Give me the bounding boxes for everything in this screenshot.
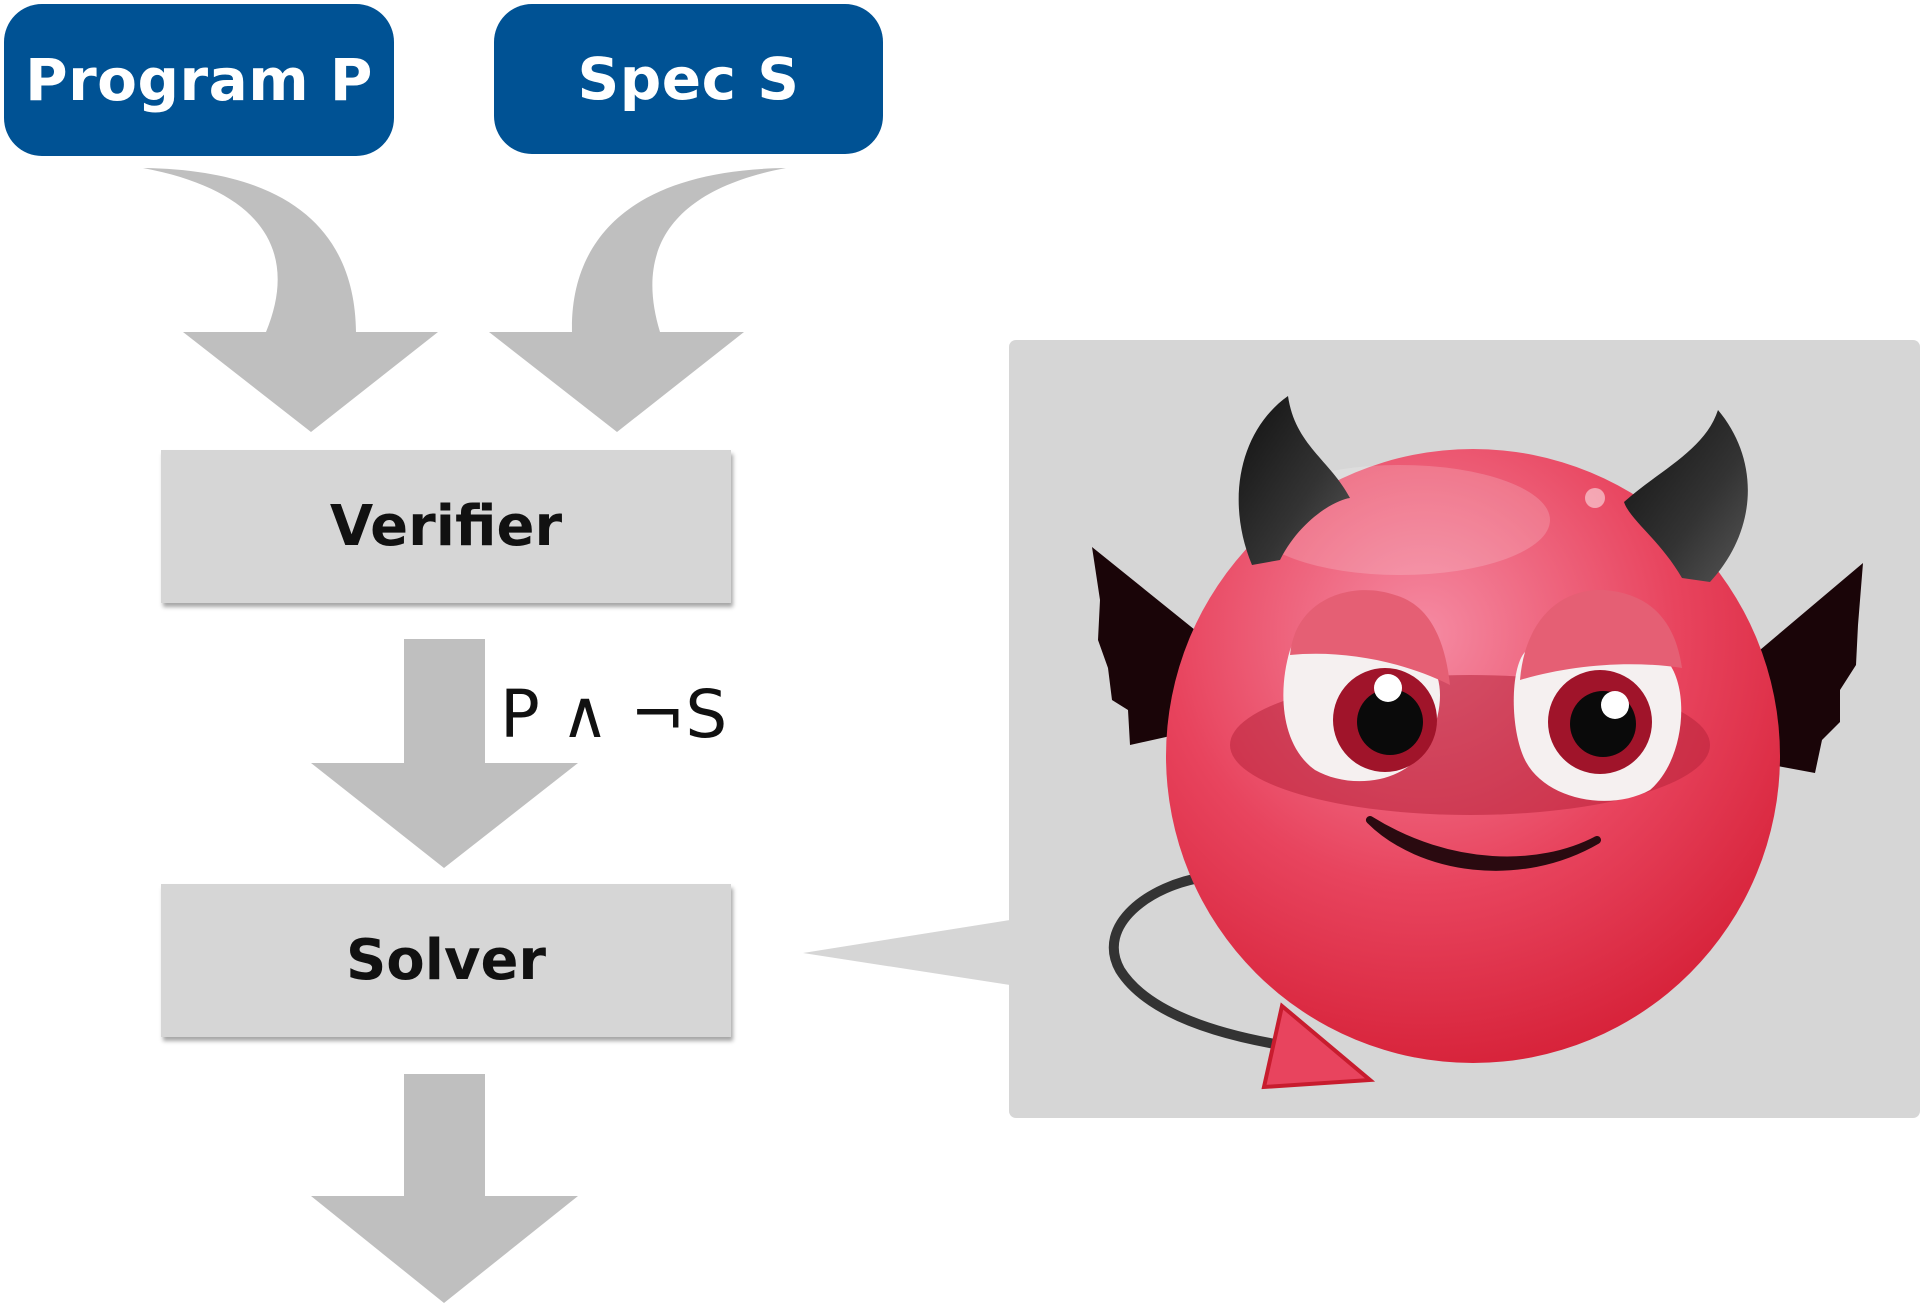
verifier-label: Verifier xyxy=(329,494,563,559)
mouth xyxy=(1366,816,1601,871)
arrow-verifier-to-solver-shaft xyxy=(404,639,485,763)
solver-label: Solver xyxy=(345,928,547,993)
formula-label: P ∧ ¬S xyxy=(500,676,728,753)
face-gloss xyxy=(1585,488,1605,508)
arrow-solver-output-head xyxy=(311,1196,578,1303)
right-wing xyxy=(1760,563,1863,773)
arrow-spec-to-verifier xyxy=(571,168,786,332)
left-pupil xyxy=(1357,689,1423,755)
program-label: Program P xyxy=(25,46,373,114)
left-eyelid xyxy=(1290,590,1450,685)
left-eye-glint xyxy=(1374,674,1402,702)
right-eye-glint xyxy=(1601,691,1629,719)
arrow-program-to-verifier xyxy=(143,168,356,332)
right-horn xyxy=(1624,410,1748,582)
verifier-box: Verifier xyxy=(161,450,731,603)
arrow-solver-output-shaft xyxy=(404,1074,485,1196)
left-horn xyxy=(1238,396,1350,565)
arrow-program-head xyxy=(183,332,438,432)
arrow-verifier-to-solver-head xyxy=(311,763,578,868)
spec-label: Spec S xyxy=(577,45,800,113)
solver-box: Solver xyxy=(161,884,731,1037)
program-box: Program P xyxy=(4,4,394,156)
tail xyxy=(1108,872,1305,1053)
devil-face-icon xyxy=(1092,396,1863,1090)
spec-box: Spec S xyxy=(494,4,883,154)
right-eyelid xyxy=(1520,589,1682,680)
left-wing xyxy=(1092,547,1195,745)
tail-tip xyxy=(1261,1002,1376,1090)
arrow-spec-head xyxy=(489,332,744,432)
callout-pointer xyxy=(803,920,1010,985)
